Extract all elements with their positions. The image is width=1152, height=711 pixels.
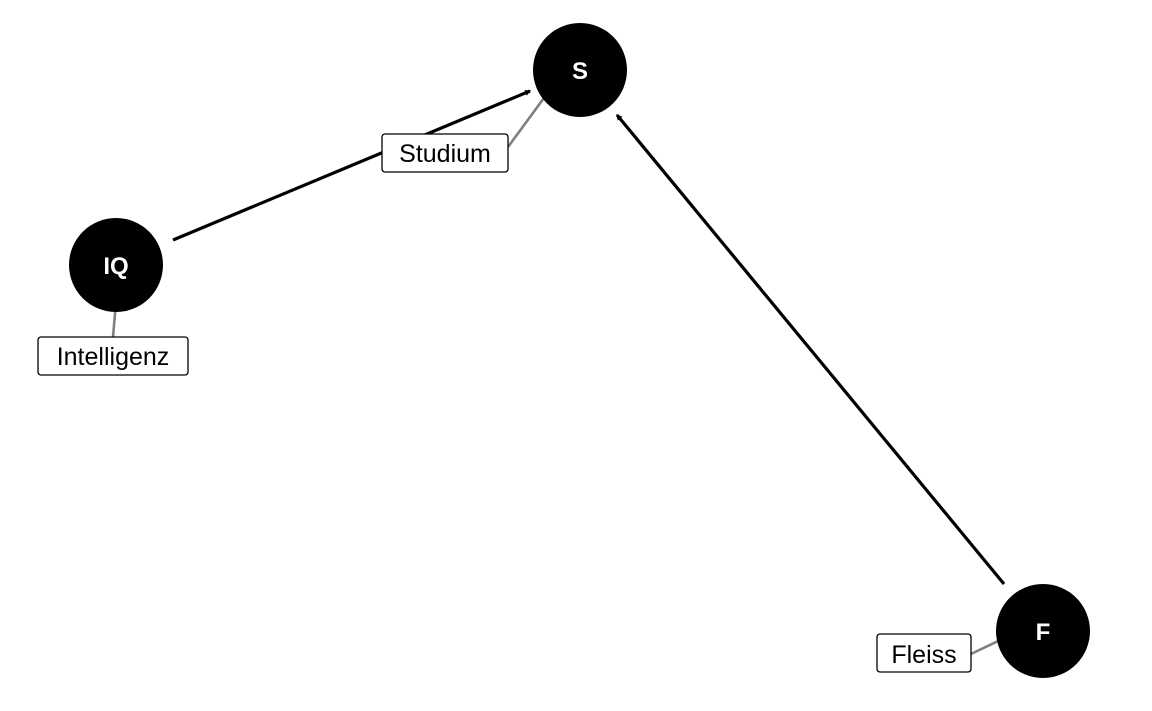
- node-f-circle: [996, 584, 1090, 678]
- edges-layer: [172, 89, 1006, 586]
- label-studium-box: [381, 133, 509, 173]
- label-fleiss: Fleiss: [876, 633, 972, 673]
- edge-iq-to-s: [172, 89, 532, 242]
- node-iq-name: IQ: [103, 253, 128, 280]
- node-iq: IQ: [69, 218, 163, 312]
- node-f-name: F: [1036, 619, 1051, 646]
- label-fleiss-text: Fleiss: [891, 641, 956, 669]
- node-s-name: S: [572, 58, 588, 85]
- label-studium: Studium: [381, 133, 509, 173]
- node-s: S: [533, 23, 627, 117]
- node-s-circle: [533, 23, 627, 117]
- label-intelligenz: Intelligenz: [37, 336, 189, 376]
- edge-f-to-s: [615, 113, 1006, 586]
- labels-layer: Studium Intelligenz Fleiss: [37, 133, 972, 673]
- node-f: F: [996, 584, 1090, 678]
- label-fleiss-box: [876, 633, 972, 673]
- label-studium-text: Studium: [399, 140, 491, 168]
- node-iq-circle: [69, 218, 163, 312]
- label-intelligenz-box: [37, 336, 189, 376]
- leaders-layer: [111, 86, 1018, 656]
- nodes-layer: S IQ F: [69, 23, 1090, 678]
- label-intelligenz-text: Intelligenz: [57, 343, 170, 371]
